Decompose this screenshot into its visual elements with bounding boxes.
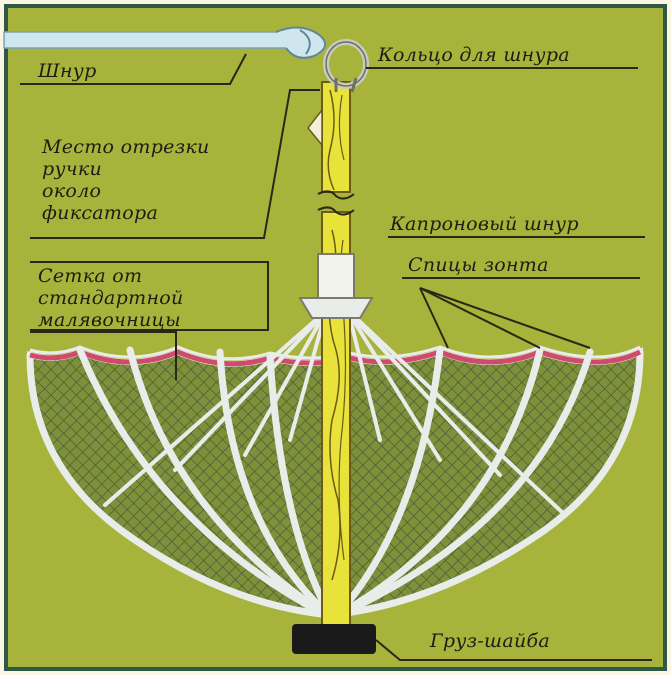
stretcher bbox=[350, 316, 442, 462]
label-cut-place-line: Место отрезки bbox=[42, 136, 210, 158]
label-net-line: стандартной bbox=[38, 287, 184, 309]
stretcher bbox=[352, 316, 502, 477]
fixator-tab bbox=[307, 107, 323, 148]
label-cut-place-line: около bbox=[42, 180, 102, 202]
label-cut-place: Место отрезки ручки около фиксатора bbox=[42, 136, 210, 224]
stretcher bbox=[243, 316, 324, 457]
weight-icon bbox=[292, 624, 376, 654]
umbrella-stretchers bbox=[103, 316, 567, 517]
label-nylon-cord: Капроновый шнур bbox=[390, 213, 579, 235]
rib bbox=[266, 352, 332, 616]
cord bbox=[3, 26, 326, 59]
rib bbox=[216, 348, 329, 616]
leader-lines bbox=[20, 53, 652, 661]
stretcher bbox=[348, 316, 382, 442]
label-cut-place-line: фиксатора bbox=[42, 202, 159, 224]
stretcher bbox=[173, 316, 322, 472]
rib bbox=[126, 346, 326, 616]
hub-icon bbox=[298, 253, 374, 319]
stretcher bbox=[288, 316, 326, 442]
label-cut-place-line: ручки bbox=[42, 158, 103, 180]
stretcher bbox=[354, 316, 567, 517]
label-cord: Шнур bbox=[38, 60, 97, 82]
stretcher bbox=[103, 316, 320, 507]
rib bbox=[76, 346, 324, 616]
rib bbox=[339, 346, 544, 616]
umbrella-ribs bbox=[76, 346, 594, 616]
label-ring: Кольцо для шнура bbox=[378, 44, 570, 66]
label-net-line: малявочницы bbox=[38, 309, 181, 331]
handle bbox=[317, 81, 355, 631]
label-net: Сетка от стандартной малявочницы bbox=[38, 265, 184, 331]
label-spokes: Спицы зонта bbox=[408, 254, 549, 276]
label-net-line: Сетка от bbox=[38, 265, 143, 287]
ring-icon bbox=[323, 39, 369, 93]
rib bbox=[341, 348, 594, 616]
label-weight: Груз-шайба bbox=[430, 630, 551, 652]
